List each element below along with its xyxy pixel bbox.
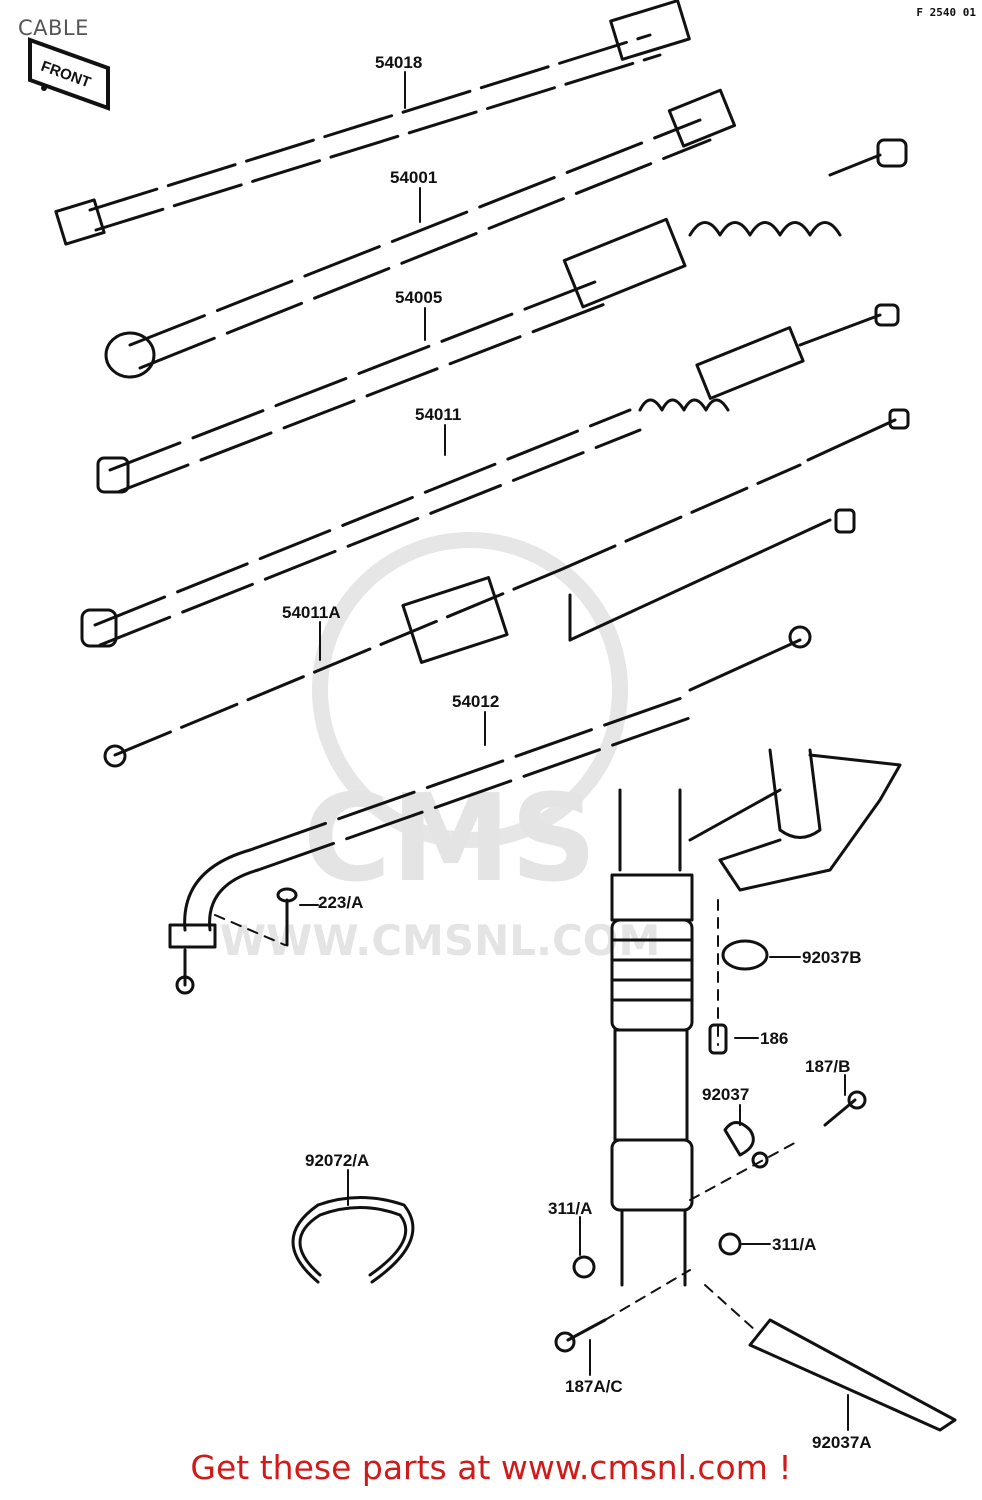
watermark-brand: CMS <box>303 770 597 909</box>
throttle-return-cable <box>168 625 812 995</box>
footer-link[interactable]: Get these parts at www.cmsnl.com ! <box>190 1448 792 1487</box>
nut-311a-left <box>572 1255 596 1279</box>
front-marker: FRONT <box>28 37 110 111</box>
part-labels: 54018 54001 54005 54011 54011A 54012 223… <box>282 53 872 1452</box>
label-92037: 92037 <box>702 1085 749 1104</box>
page-title: CABLE <box>18 16 89 40</box>
fork-assembly <box>610 748 902 1287</box>
label-54011a: 54011A <box>282 603 341 622</box>
leader-lines <box>299 71 849 1431</box>
label-186: 186 <box>760 1029 788 1048</box>
speedometer-cable <box>54 0 691 246</box>
clamp-92037b <box>717 899 769 1046</box>
label-54018: 54018 <box>375 53 422 72</box>
label-311a-left: 311/A <box>548 1199 592 1218</box>
tachometer-cable <box>104 88 737 379</box>
nut-311a-right <box>718 1232 742 1256</box>
label-92072a: 92072/A <box>305 1151 369 1170</box>
label-54005: 54005 <box>395 288 442 307</box>
label-54012: 54012 <box>452 692 499 711</box>
label-92037a: 92037A <box>812 1433 872 1452</box>
figure-code: F 2540 01 <box>916 6 976 19</box>
bolt-187ac <box>554 1269 691 1353</box>
label-223a: 223/A <box>318 893 363 912</box>
watermark-url: WWW.CMSNL.COM <box>220 916 661 965</box>
label-92037b: 92037B <box>802 948 862 967</box>
watermark: CMS WWW.CMSNL.COM <box>220 532 661 965</box>
label-54001: 54001 <box>390 168 437 187</box>
label-54011: 54011 <box>415 405 461 424</box>
clamp-92037a <box>704 1284 957 1432</box>
label-187b: 187/B <box>805 1057 850 1076</box>
label-311a-right: 311/A <box>772 1235 816 1254</box>
band-92072a <box>291 1196 415 1284</box>
choke-cable <box>103 408 910 768</box>
bolt-186 <box>708 1023 728 1055</box>
screw-223a <box>214 887 298 947</box>
label-187ac: 187A/C <box>565 1377 623 1396</box>
throttle-cable <box>96 138 908 494</box>
clutch-cable <box>80 303 900 648</box>
clamp-92037 <box>723 1121 769 1169</box>
bolt-187b <box>823 1090 867 1127</box>
